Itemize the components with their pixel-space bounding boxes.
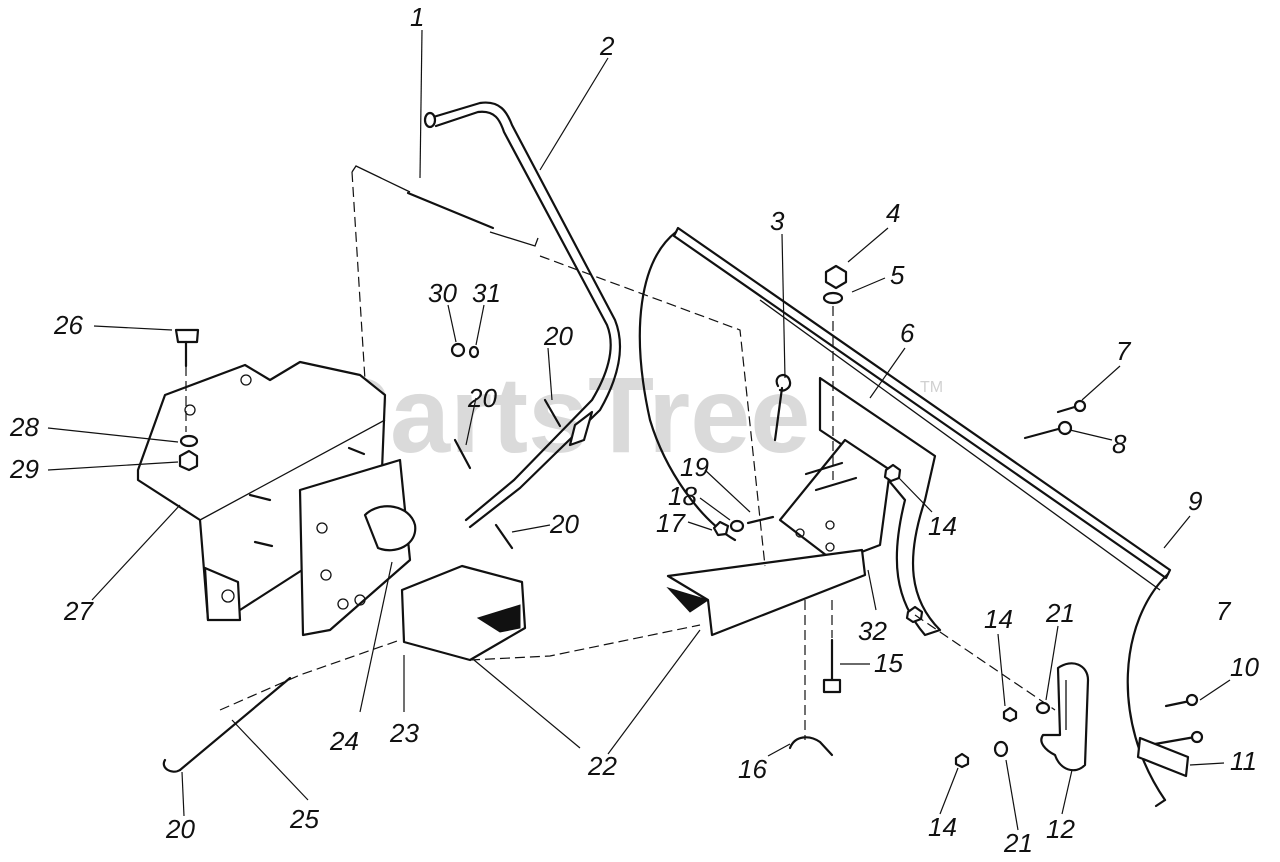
- callout-20c: 20: [549, 509, 579, 539]
- callout-25: 25: [289, 804, 319, 834]
- callout-16: 16: [738, 754, 767, 784]
- callout-14a: 14: [928, 511, 957, 541]
- callout-19: 19: [680, 452, 709, 482]
- lift-handle: [423, 101, 622, 529]
- callout-15: 15: [874, 648, 903, 678]
- callout-20a: 20: [543, 321, 573, 351]
- callout-5: 5: [890, 260, 905, 290]
- callout-6: 6: [900, 318, 915, 348]
- callout-numbers: 1 2 3 4 5 6 7 8 9 7 10 11 12 14 14 14 15…: [9, 2, 1259, 858]
- callout-9: 9: [1188, 486, 1202, 516]
- callout-14c: 14: [928, 812, 957, 842]
- callout-10: 10: [1230, 652, 1259, 682]
- callout-21b: 21: [1003, 828, 1033, 858]
- callout-24: 24: [329, 726, 359, 756]
- callout-31: 31: [472, 278, 501, 308]
- callout-26: 26: [53, 310, 83, 340]
- hardware: [162, 255, 1204, 778]
- hitch-plate: [298, 458, 417, 637]
- blade: [638, 226, 1172, 808]
- callout-20b: 20: [467, 383, 497, 413]
- callout-1: 1: [410, 2, 424, 32]
- callout-20d: 20: [165, 814, 195, 844]
- callout-32: 32: [858, 616, 887, 646]
- callout-28: 28: [9, 412, 39, 442]
- callout-2: 2: [599, 31, 615, 61]
- callout-17: 17: [656, 508, 686, 538]
- callout-11: 11: [1230, 746, 1257, 776]
- callout-8: 8: [1112, 429, 1127, 459]
- callout-7a: 7: [1116, 336, 1132, 366]
- callout-22: 22: [587, 751, 617, 781]
- callout-3: 3: [770, 206, 785, 236]
- callout-23: 23: [389, 718, 419, 748]
- callout-21a: 21: [1045, 598, 1075, 628]
- push-frame: [400, 548, 867, 662]
- callout-27: 27: [63, 596, 94, 626]
- callout-12: 12: [1046, 814, 1075, 844]
- callout-29: 29: [9, 454, 39, 484]
- callout-4: 4: [886, 198, 900, 228]
- lock-pin: [773, 373, 792, 442]
- spring: [351, 165, 539, 381]
- callout-14b: 14: [984, 604, 1013, 634]
- callout-7b: 7: [1216, 596, 1232, 626]
- callout-18: 18: [668, 481, 697, 511]
- watermark-trademark: TM: [920, 379, 943, 396]
- watermark-text: PartsTree: [318, 354, 810, 475]
- leader-lines: [47, 29, 1231, 831]
- callout-30: 30: [428, 278, 457, 308]
